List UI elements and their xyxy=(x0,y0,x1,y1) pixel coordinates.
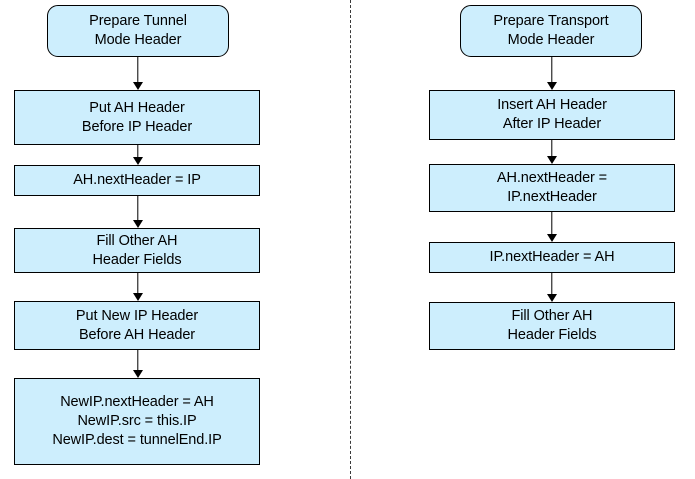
arrow-head-icon xyxy=(133,293,143,301)
arrow-shaft xyxy=(137,196,139,221)
node-tunnel-ah-nextheader[interactable]: AH.nextHeader = IP xyxy=(14,165,260,196)
node-tunnel-put-ah-header[interactable]: Put AH Header Before IP Header xyxy=(14,90,260,145)
arrow-head-icon xyxy=(133,82,143,90)
node-tunnel-fill-other-ah-fields[interactable]: Fill Other AH Header Fields xyxy=(14,228,260,273)
arrow-shaft xyxy=(551,273,553,295)
arrow-head-icon xyxy=(547,156,557,164)
arrow-head-icon xyxy=(547,234,557,242)
arrow-shaft xyxy=(137,350,139,371)
arrow-shaft xyxy=(137,57,139,83)
arrow-head-icon xyxy=(133,370,143,378)
arrow-shaft xyxy=(551,140,553,157)
node-tunnel-put-new-ip-header[interactable]: Put New IP Header Before AH Header xyxy=(14,301,260,350)
node-tunnel-start[interactable]: Prepare Tunnel Mode Header xyxy=(47,5,229,57)
node-transport-fill-other-ah-fields[interactable]: Fill Other AH Header Fields xyxy=(429,302,675,350)
arrow-head-icon xyxy=(547,82,557,90)
arrow-shaft xyxy=(137,145,139,158)
node-transport-insert-ah-header[interactable]: Insert AH Header After IP Header xyxy=(429,90,675,140)
arrow-head-icon xyxy=(547,294,557,302)
arrow-shaft xyxy=(551,57,553,83)
arrow-head-icon xyxy=(133,220,143,228)
arrow-shaft xyxy=(551,212,553,235)
node-transport-ip-nextheader[interactable]: IP.nextHeader = AH xyxy=(429,242,675,273)
arrow-head-icon xyxy=(133,157,143,165)
node-transport-start[interactable]: Prepare Transport Mode Header xyxy=(460,5,642,57)
column-divider xyxy=(350,0,351,479)
arrow-shaft xyxy=(137,273,139,294)
node-tunnel-newip-fields[interactable]: NewIP.nextHeader = AH NewIP.src = this.I… xyxy=(14,378,260,465)
node-transport-ah-nextheader[interactable]: AH.nextHeader = IP.nextHeader xyxy=(429,164,675,212)
